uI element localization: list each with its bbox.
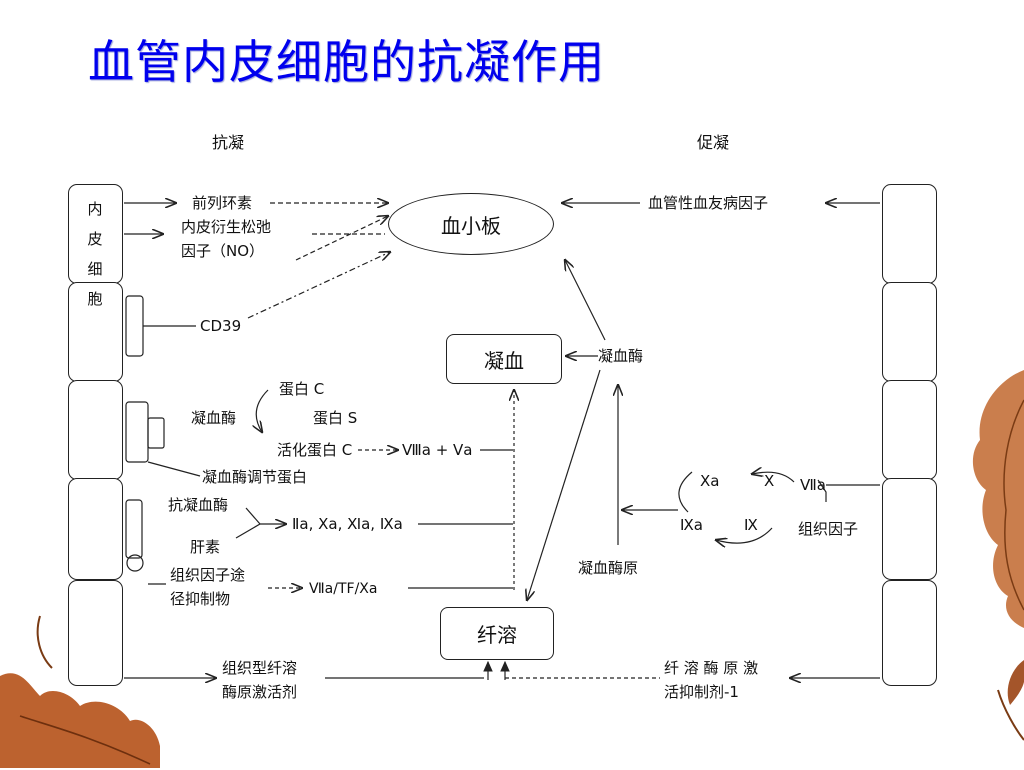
heparin-label: 肝素 [190, 538, 221, 556]
prothrombin-label: 凝血酶原 [578, 559, 639, 577]
cd39-label: CD39 [200, 317, 242, 335]
right-endothelial-cell-2 [882, 282, 937, 382]
autumn-leaf-right-decoration [972, 370, 1024, 741]
right-endothelial-cell-1 [882, 184, 937, 284]
antithrombin-label: 抗凝血酶 [168, 496, 229, 514]
protein-s-label: 蛋白 S [313, 409, 358, 427]
vwf-label: 血管性血友病因子 [648, 194, 769, 212]
fibrinolysis-node: 纤溶 [440, 607, 554, 660]
tissue-factor-label: 组织因子 [798, 520, 859, 538]
endothelial-cell-label: 内皮细胞 [87, 200, 103, 308]
left-endothelial-cell-3 [68, 380, 123, 480]
factor-xa-label: Ⅹa [700, 472, 720, 490]
prostacyclin-label: 前列环素 [192, 194, 253, 212]
tfpi-label-line1: 组织因子途 [170, 566, 246, 584]
tpa-label-line2: 酶原激活剂 [222, 683, 298, 701]
procoagulation-header: 促凝 [697, 133, 730, 152]
factor-ixa-label: Ⅸa [680, 516, 703, 534]
factor-viia-label: Ⅶa [800, 476, 826, 494]
activated-protein-c-label: 活化蛋白 C [277, 441, 353, 459]
edrf-label-line2: 因子（NO） [181, 242, 265, 260]
right-endothelial-cell-5 [882, 580, 937, 686]
anticoagulation-header: 抗凝 [212, 133, 245, 152]
tpa-label-line1: 组织型纤溶 [222, 659, 298, 677]
left-endothelial-cell-2 [68, 282, 123, 382]
factor-ix-label: Ⅸ [744, 516, 758, 534]
autumn-leaf-left-decoration [0, 615, 160, 768]
thrombomodulin-label: 凝血酶调节蛋白 [202, 468, 308, 486]
platelet-node: 血小板 [388, 193, 554, 255]
pai-label-line2: 活抑制剂-1 [664, 683, 739, 701]
pai-label-line1: 纤 溶 酶 原 激 [664, 659, 759, 677]
factors-viiia-va-label: Ⅷa + Ⅴa [402, 441, 473, 459]
slide-title: 血管内皮细胞的抗凝作用 [88, 35, 605, 89]
coagulation-node: 凝血 [446, 334, 562, 384]
factor-x-label: Ⅹ [764, 472, 775, 490]
tf-complex-label: Ⅶa/TF/Ⅹa [309, 581, 378, 597]
left-endothelial-cell-5 [68, 580, 123, 686]
right-endothelial-cell-4 [882, 478, 937, 580]
left-endothelial-cell-4 [68, 478, 123, 580]
edrf-label-line1: 内皮衍生松弛 [181, 218, 272, 236]
right-endothelial-cell-3 [882, 380, 937, 480]
protein-c-label: 蛋白 C [279, 380, 325, 398]
thrombin-right-label: 凝血酶 [598, 347, 644, 365]
factors-list-label: Ⅱa, Ⅹa, Ⅺa, Ⅸa [292, 515, 403, 533]
tfpi-label-line2: 径抑制物 [170, 590, 231, 608]
thrombin-left-label: 凝血酶 [191, 409, 237, 427]
